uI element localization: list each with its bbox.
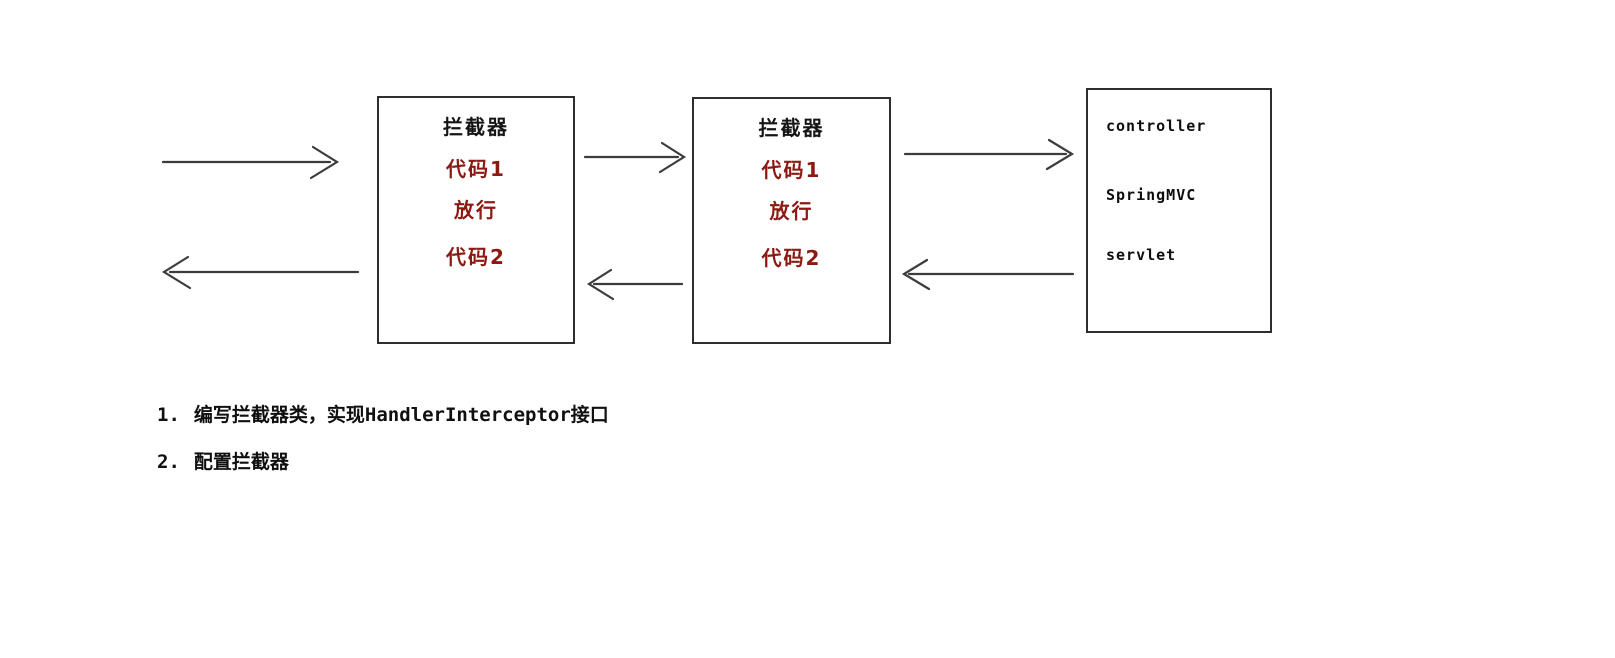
arrow-servlet-to-interceptor2 [901, 258, 1075, 291]
interceptor2-box: 拦截器 代码1 放行 代码2 [692, 97, 891, 344]
note-1-text: 编写拦截器类，实现HandlerInterceptor接口 [193, 404, 609, 426]
arrow-interceptor1-to-client [161, 255, 360, 290]
arrow-interceptor1-to-interceptor2 [583, 141, 687, 174]
interceptor1-code1-label: 代码1 [446, 157, 506, 181]
servlet-label: servlet [1106, 246, 1177, 264]
note-step-2: 2. 配置拦截器 [157, 447, 289, 474]
interceptor1-pass-label: 放行 [454, 198, 498, 222]
note-1-marker: 1. [157, 404, 180, 426]
interceptor2-code2-label: 代码2 [761, 246, 822, 270]
arrow-interceptor2-to-interceptor1 [586, 268, 684, 301]
note-2-marker: 2. [157, 451, 180, 473]
interceptor2-code1-label: 代码1 [761, 158, 822, 182]
interceptor2-pass-label: 放行 [769, 199, 814, 223]
interceptor1-code2-label: 代码2 [446, 245, 506, 269]
servlet-box: controller SpringMVC servlet [1086, 88, 1272, 333]
springmvc-label: SpringMVC [1106, 186, 1197, 204]
controller-label: controller [1106, 117, 1207, 135]
interceptor1-title: 拦截器 [443, 115, 509, 139]
note-2-text: 配置拦截器 [193, 451, 289, 473]
interceptor1-box: 拦截器 代码1 放行 代码2 [377, 96, 575, 344]
arrow-interceptor2-to-servlet [903, 138, 1075, 171]
arrow-client-to-interceptor1 [161, 145, 340, 180]
interceptor2-title: 拦截器 [758, 116, 825, 140]
note-step-1: 1. 编写拦截器类，实现HandlerInterceptor接口 [157, 400, 609, 427]
